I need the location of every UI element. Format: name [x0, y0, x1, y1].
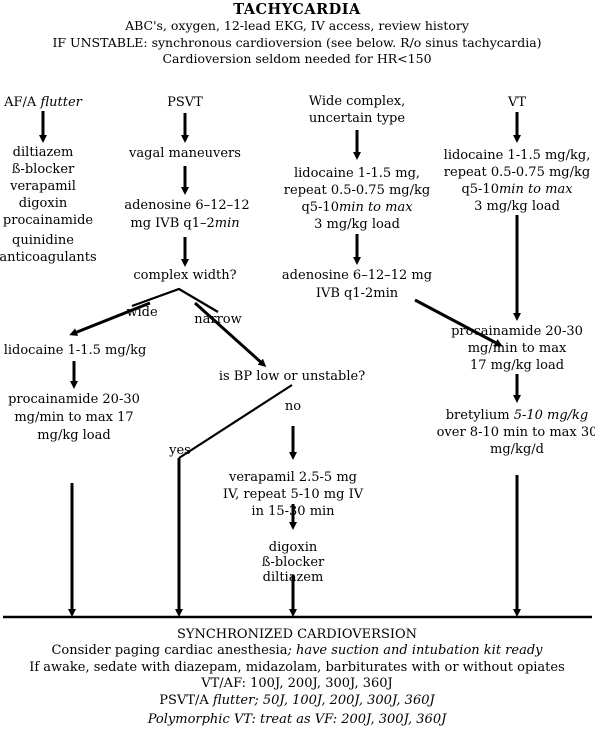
narrow-bblocker: ß-blocker [261, 555, 325, 570]
header-line1: ABC's, oxygen, 12-lead EKG, IV access, r… [125, 18, 469, 33]
af-item-procainamide: procainamide [2, 213, 94, 228]
wide-aden-l2: IVB q1-2min [315, 286, 399, 301]
af-title-a: AF/A [4, 95, 41, 110]
wide-lido-l2: repeat 0.5-0.75 mg/kg [283, 183, 431, 198]
vt-proc-l1: procainamide 20-30 [451, 324, 583, 339]
branch-narrow-label: narrow [194, 312, 242, 327]
af-item-anticoagulants: anticoagulants [0, 250, 97, 265]
yes-line [178, 384, 293, 459]
header-line2: IF UNSTABLE: synchronous cardioversion (… [52, 35, 542, 50]
footer-line4: PSVT/A flutter; 50J, 100J, 200J, 300J, 3… [159, 693, 434, 708]
af-item-diltiazem: diltiazem [12, 145, 74, 160]
psvt-title: PSVT [167, 95, 203, 110]
vt-lido-l3b: min to max [498, 182, 573, 197]
footer-title: SYNCHRONIZED CARDIOVERSION [176, 627, 418, 642]
footer-line1b: ; have suction and intubation kit ready [287, 643, 543, 658]
fork-lines [131, 287, 219, 313]
branch-yes-label: yes [169, 443, 191, 458]
psvt-proc-l1: procainamide 20-30 [8, 392, 140, 407]
wide-lido-l1: lidocaine 1-1.5 mg, [293, 166, 421, 181]
wide-title-l1: Wide complex, [308, 94, 406, 109]
footer-line4b: flutter; 50J, 100J, 200J, 300J, 360J [212, 693, 435, 708]
psvt-proc-l3: mg/kg load [37, 428, 111, 443]
wide-lido-l4: 3 mg/kg load [314, 217, 400, 232]
vt-lido-l3a: q5-10 [461, 182, 499, 197]
arrow-wide [69, 301, 151, 336]
bp-question: is BP low or unstable? [218, 369, 366, 384]
header-line3: Cardioversion seldom needed for HR<150 [162, 51, 432, 66]
narrow-digoxin: digoxin [268, 540, 318, 555]
vt-title: VT [507, 95, 527, 110]
branch-no-label: no [284, 399, 302, 414]
narrow-diltiazem: diltiazem [262, 570, 324, 585]
wide-lido-l3a: q5-10 [301, 200, 339, 215]
wide-title-l2: uncertain type [308, 111, 406, 126]
verapamil-l1: verapamil 2.5-5 mg [229, 470, 357, 485]
vt-bret-l1b: 5-10 mg/kg [513, 408, 589, 423]
footer-line1a: Consider paging cardiac anesthesia [51, 643, 288, 658]
wide-lido-l3: q5-10min to max [301, 200, 412, 215]
footer-line1: Consider paging cardiac anesthesia; have… [51, 643, 542, 658]
vt-lido-l4: 3 mg/kg load [474, 199, 560, 214]
psvt-question: complex width? [133, 268, 237, 283]
af-item-verapamil: verapamil [10, 179, 76, 194]
vt-lido-l2: repeat 0.5-0.75 mg/kg [443, 165, 591, 180]
psvt-adenosine-l2: mg IVB q1–2min [130, 216, 239, 231]
psvt-adenosine-l1: adenosine 6–12–12 [124, 198, 250, 213]
verapamil-l2: IV, repeat 5-10 mg IV [222, 487, 364, 502]
footer-line3: VT/AF: 100J, 200J, 300J, 360J [201, 676, 393, 691]
vt-proc-l3: 17 mg/kg load [469, 358, 565, 373]
footer-line5-text: Polymorphic VT: treat as VF: 200J, 300J,… [147, 712, 447, 727]
vt-lido-l3: q5-10min to max [461, 182, 572, 197]
vt-bret-l2: over 8-10 min to max 30 [436, 425, 595, 440]
psvt-lidocaine: lidocaine 1-1.5 mg/kg [3, 343, 147, 358]
af-item-digoxin: digoxin [18, 196, 68, 211]
arrow-narrow [193, 301, 267, 368]
footer-line4a: PSVT/A [159, 693, 213, 708]
psvt-adenosine-l2b: min [214, 216, 240, 231]
vt-bret-l1: bretylium 5-10 mg/kg [446, 408, 589, 423]
vt-proc-l2: mg/min to max [467, 341, 567, 356]
psvt-vagal: vagal maneuvers [129, 146, 241, 161]
af-item-quinidine: quinidine [12, 233, 74, 248]
af-title-b: flutter [40, 95, 82, 110]
af-item-bblocker: ß-blocker [11, 162, 75, 177]
footer-line2: If awake, sedate with diazepam, midazola… [29, 660, 565, 675]
arrow-wc-3 [414, 298, 503, 347]
af-title: AF/A flutter [4, 95, 82, 110]
vt-lido-l1: lidocaine 1-1.5 mg/kg, [443, 148, 591, 163]
psvt-proc-l2: mg/min to max 17 [14, 410, 134, 425]
wide-lido-l3b: min to max [338, 200, 413, 215]
psvt-adenosine-l2a: mg IVB q1–2 [130, 216, 215, 231]
verapamil-l3: in 15-30 min [251, 504, 335, 519]
branch-wide-label: wide [126, 305, 158, 320]
wide-aden-l1: adenosine 6–12–12 mg [281, 268, 433, 283]
vt-bret-l3: mg/kg/d [490, 442, 544, 457]
footer-line5: Polymorphic VT: treat as VF: 200J, 300J,… [148, 712, 447, 727]
page-title: TACHYCARDIA [233, 1, 361, 18]
vt-bret-l1a: bretylium [445, 408, 514, 423]
